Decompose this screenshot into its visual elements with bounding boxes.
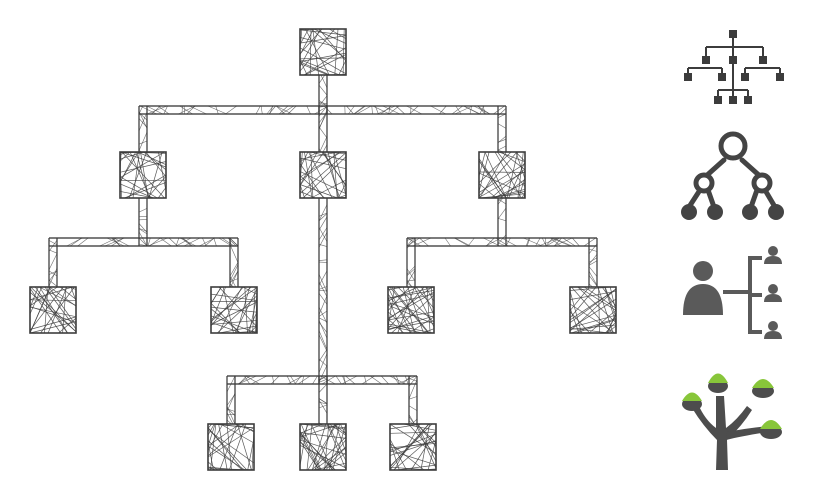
hierarchy-node [29,286,77,334]
hierarchy-connector [48,238,58,291]
hierarchy-node [478,151,526,199]
hierarchy-node [299,151,347,199]
hierarchy-node [210,286,258,334]
hierarchy-node [299,28,347,76]
hierarchy-connector [406,237,597,247]
binary-tree-icon [681,131,784,220]
hierarchy-node [569,286,617,334]
hierarchy-mesh-icon [29,28,617,471]
hierarchy-connector [588,238,598,292]
hierarchy-nodes [29,28,617,471]
hierarchy-connector [318,375,328,429]
hierarchy-node [389,423,437,471]
money-tree-icon [682,373,782,470]
hierarchy-connector [138,105,506,115]
hierarchy-connector [229,238,239,292]
hierarchy-node [207,423,255,471]
hierarchy-node [299,423,347,471]
hierarchy-connector [48,237,239,247]
hierarchy-node [387,286,435,334]
hierarchy-icon [684,30,784,104]
hierarchy-connector [318,105,328,384]
hierarchy-node [119,151,167,199]
hierarchy-edges [48,70,598,429]
user-hierarchy-icon [683,246,782,339]
hierarchy-connector [227,375,417,385]
